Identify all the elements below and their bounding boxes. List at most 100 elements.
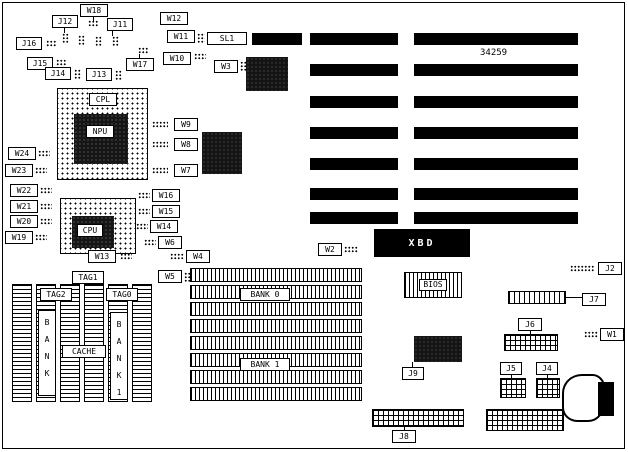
sram-socket-column (132, 284, 152, 402)
j14-label: J14 (45, 67, 71, 80)
w20-label: W20 (10, 215, 38, 228)
w21-label: W21 (10, 200, 38, 213)
npu-label: NPU (86, 125, 114, 138)
w9-label: W9 (174, 118, 198, 131)
w15-label: W15 (152, 205, 180, 218)
jumper-block (120, 253, 132, 260)
j8-connector (372, 409, 464, 427)
expansion-slot (414, 33, 578, 45)
leader-line (93, 17, 94, 21)
expansion-slot (310, 64, 398, 76)
simm-socket-row (190, 370, 362, 384)
expansion-slot (310, 188, 398, 200)
sram-socket-column (60, 284, 80, 402)
w10-label: W10 (163, 52, 191, 65)
cpl-label: CPL (89, 93, 117, 106)
j16-label: J16 (16, 37, 42, 50)
w23-label: W23 (5, 164, 33, 177)
expansion-slot (414, 96, 578, 108)
sl1-label: SL1 (207, 32, 247, 45)
jumper-block (46, 40, 56, 47)
bottom-edge-connector (486, 409, 564, 431)
bank-label-right: B A N K 1 (110, 312, 128, 400)
bank0-label: BANK 0 (240, 288, 290, 301)
w2-label: W2 (318, 243, 342, 256)
jumper-block (152, 167, 168, 174)
expansion-slot (310, 127, 398, 139)
jumper-block (184, 272, 191, 283)
jumper-block (344, 246, 358, 253)
jumper-block (152, 141, 168, 148)
w18-label: W18 (80, 4, 108, 17)
jumper-block (40, 218, 52, 225)
tag2-label: TAG2 (40, 288, 72, 301)
jumper-block (95, 36, 102, 46)
j6-connector (504, 334, 558, 351)
cpu-label: CPU (77, 224, 103, 237)
j8-label: J8 (392, 430, 416, 443)
jumper-block (62, 33, 69, 43)
expansion-slot (310, 33, 398, 45)
jumper-block (138, 192, 150, 199)
w7-label: W7 (174, 164, 198, 177)
jumper-block (35, 234, 47, 241)
jumper-block (170, 253, 184, 260)
w12-label: W12 (160, 12, 188, 25)
expansion-slot (310, 158, 398, 170)
leader-line (511, 375, 512, 378)
jumper-block (197, 33, 205, 44)
j2-label: J2 (598, 262, 622, 275)
w5-label: W5 (158, 270, 182, 283)
leader-line (547, 375, 548, 378)
w4-label: W4 (186, 250, 210, 263)
j12-label: J12 (52, 15, 78, 28)
sram-socket-column (12, 284, 32, 402)
expansion-slot (414, 212, 578, 224)
ic-chip-top (246, 57, 288, 91)
j11-label: J11 (107, 18, 133, 31)
j9-label: J9 (402, 367, 424, 380)
tag0-label: TAG0 (106, 288, 138, 301)
w13-label: W13 (88, 250, 116, 263)
jumper-block (570, 265, 594, 272)
expansion-slot (310, 96, 398, 108)
j13-label: J13 (86, 68, 112, 81)
cache-label: CACHE (62, 345, 106, 358)
jumper-block (40, 203, 52, 210)
expansion-slot (310, 212, 398, 224)
simm-socket-row (190, 268, 362, 282)
leader-line (139, 54, 140, 58)
w24-label: W24 (8, 147, 36, 160)
j6-label: J6 (518, 318, 542, 331)
jumper-block (584, 331, 598, 338)
simm-socket-row (190, 336, 362, 350)
w16-label: W16 (152, 189, 180, 202)
jumper-block (74, 69, 81, 79)
w8-label: W8 (174, 138, 198, 151)
expansion-slot (414, 188, 578, 200)
jumper-block (38, 150, 50, 157)
jumper-block (138, 47, 148, 54)
jumper-block (88, 20, 98, 27)
simm-socket-row (190, 302, 362, 316)
expansion-slot (414, 127, 578, 139)
w6-label: W6 (158, 236, 182, 249)
j5-block (500, 378, 526, 398)
bios-label: BIOS (419, 279, 447, 291)
leader-line (64, 28, 65, 33)
expansion-slot (414, 64, 578, 76)
jumper-block (78, 35, 85, 45)
simm-socket-row (190, 387, 362, 401)
j4-block (536, 378, 560, 398)
w19-label: W19 (5, 231, 33, 244)
expansion-slot (252, 33, 302, 45)
jumper-block (136, 223, 148, 230)
w3-label: W3 (214, 60, 238, 73)
w14-label: W14 (150, 220, 178, 233)
leader-line (530, 331, 531, 334)
expansion-slot (414, 158, 578, 170)
leader-line (412, 362, 413, 367)
keyboard-controller-chip (414, 336, 462, 362)
jumper-block (144, 239, 156, 246)
